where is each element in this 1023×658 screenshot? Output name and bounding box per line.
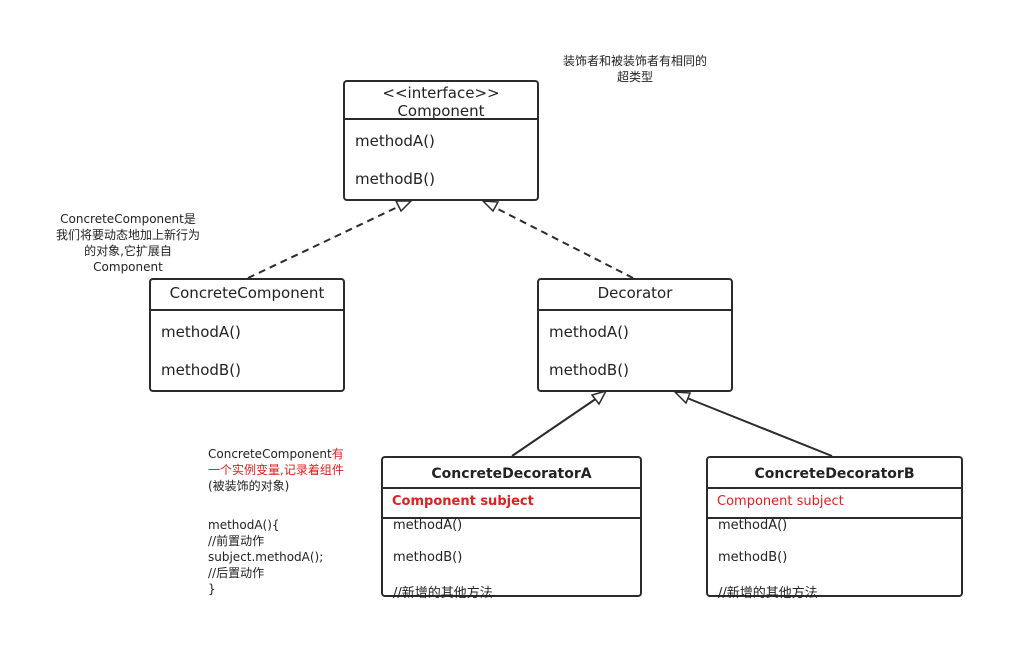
decorator-method: methodB() — [549, 361, 629, 379]
inheritance-arrowhead-decorator-a — [590, 389, 608, 406]
concrete-decorator-a-field: Component subject — [383, 489, 640, 519]
concrete-decorator-a-method: methodA() — [393, 518, 463, 533]
concrete-decorator-b-method: //新增的其他方法 — [718, 586, 818, 601]
code-line: subject.methodA(); — [208, 550, 324, 564]
note-concrete-component: ConcreteComponent是 我们将要动态地加上新行为 的对象,它扩展自… — [40, 211, 216, 275]
note-supertype-line1: 装饰者和被装饰者有相同的 — [562, 54, 707, 68]
concrete-component-name: ConcreteComponent — [169, 284, 325, 302]
realization-arrowhead-concrete-component — [394, 200, 413, 213]
concrete-decorator-a-name: ConcreteDecoratorA — [431, 466, 592, 482]
note-concrete-component-line: Component — [93, 260, 163, 274]
note-decorator-line3: (被装饰的对象) — [208, 479, 290, 493]
decorator-class-box: Decorator methodA() methodB() — [537, 278, 733, 392]
code-line: //前置动作 — [208, 534, 265, 548]
component-header: <<interface>> Component — [345, 82, 537, 120]
concrete-decorator-b-class-box: ConcreteDecoratorB Component subject met… — [706, 456, 963, 601]
inheritance-arrowhead-decorator-b — [673, 391, 692, 405]
inheritance-line-decorator-a — [511, 395, 601, 457]
realization-line-concrete-component — [247, 203, 405, 279]
code-line: methodA(){ — [208, 518, 280, 532]
note-decorator-subject: ConcreteComponent有 一个实例变量,记录着组件 (被装饰的对象) — [208, 446, 344, 494]
concrete-decorator-a-class-box: ConcreteDecoratorA Component subject met… — [381, 456, 642, 601]
concrete-decorator-b-name: ConcreteDecoratorB — [754, 466, 915, 482]
note-concrete-component-line: 我们将要动态地加上新行为 — [55, 228, 200, 242]
note-decorator-code: methodA(){ //前置动作 subject.methodA(); //后… — [208, 517, 323, 597]
concrete-component-class-box: ConcreteComponent methodA() methodB() — [149, 278, 345, 392]
component-stereotype: <<interface>> — [382, 84, 500, 102]
decorator-header: Decorator — [539, 280, 731, 311]
note-decorator-line2: 一个实例变量,记录着组件 — [208, 463, 344, 477]
concrete-decorator-a-method: //新增的其他方法 — [393, 586, 493, 601]
component-class-box: <<interface>> Component methodA() method… — [343, 80, 539, 201]
decorator-name: Decorator — [597, 284, 673, 302]
component-method: methodA() — [355, 132, 435, 150]
concrete-decorator-a-method: methodB() — [393, 550, 463, 565]
concrete-decorator-a-header: ConcreteDecoratorA — [383, 458, 640, 489]
decorator-method: methodA() — [549, 323, 629, 341]
concrete-decorator-b-method: methodB() — [718, 550, 788, 565]
concrete-component-header: ConcreteComponent — [151, 280, 343, 311]
note-decorator-line1-black: ConcreteComponent — [208, 447, 332, 461]
note-decorator-line1-red: 有 — [331, 447, 344, 461]
concrete-decorator-b-method: methodA() — [718, 518, 788, 533]
realization-arrowhead-decorator — [481, 200, 500, 213]
code-line: } — [208, 582, 216, 596]
realization-line-decorator — [489, 204, 634, 279]
concrete-component-method: methodB() — [161, 361, 241, 379]
concrete-decorator-b-field: Component subject — [708, 489, 961, 519]
note-concrete-component-line: 的对象,它扩展自 — [84, 244, 172, 258]
note-supertype-line2: 超类型 — [616, 70, 653, 84]
component-method: methodB() — [355, 170, 435, 188]
code-line: //后置动作 — [208, 566, 265, 580]
note-supertype: 装饰者和被装饰者有相同的 超类型 — [550, 53, 720, 85]
note-concrete-component-line: ConcreteComponent是 — [60, 212, 196, 226]
concrete-decorator-b-header: ConcreteDecoratorB — [708, 458, 961, 489]
concrete-component-method: methodA() — [161, 323, 241, 341]
component-name: Component — [397, 102, 485, 120]
inheritance-line-decorator-b — [681, 395, 833, 457]
